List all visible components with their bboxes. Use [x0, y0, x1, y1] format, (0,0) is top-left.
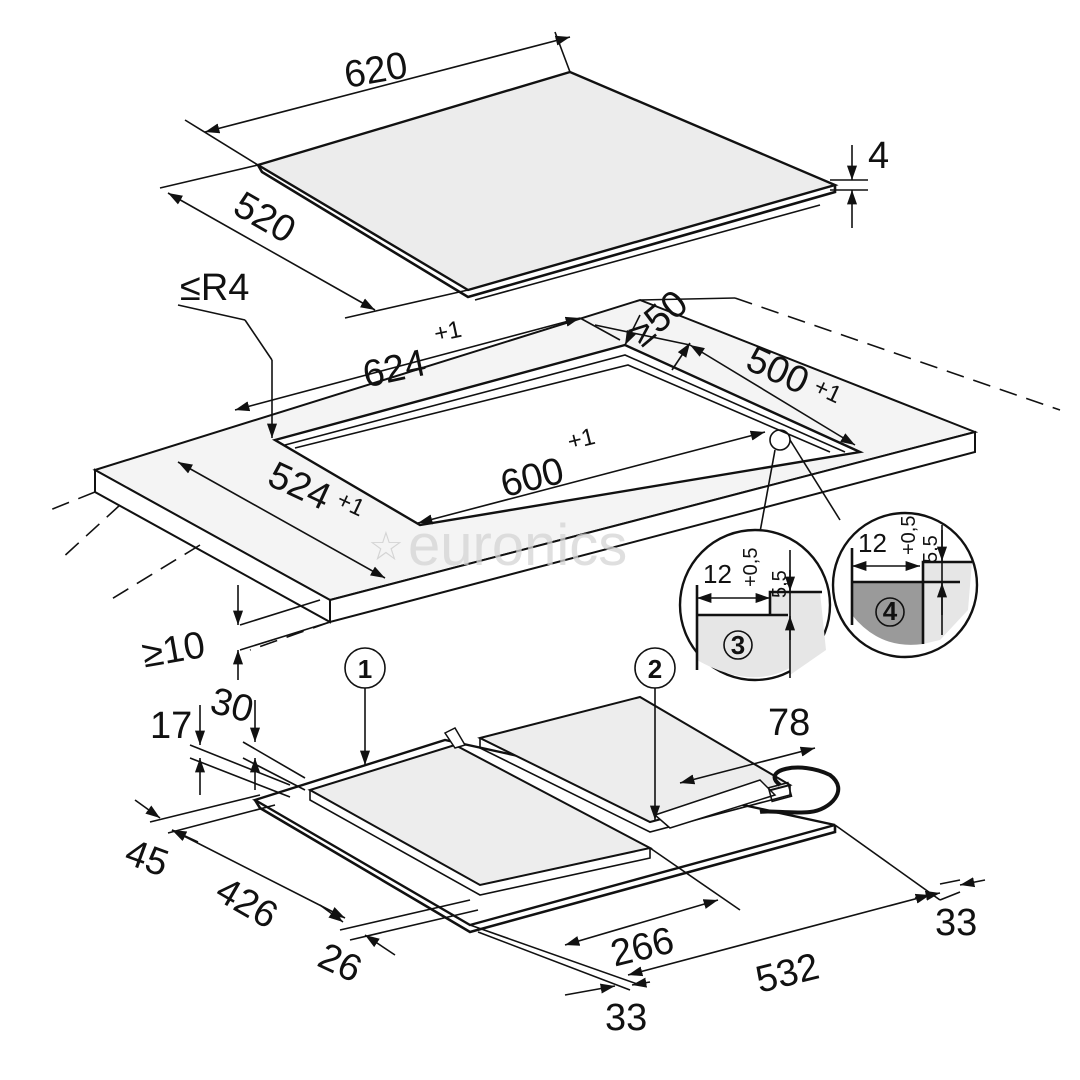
detail-3-width: 12 [703, 559, 732, 589]
dim-4: 4 [868, 135, 889, 177]
watermark-text: euronics [408, 513, 627, 578]
dim-620: 620 [341, 44, 411, 96]
dimension-line-600 [417, 430, 766, 525]
detail-3-number: 3 [731, 630, 745, 660]
watermark-logo: ☆ euronics [368, 513, 627, 578]
dim-532: 532 [752, 946, 824, 1002]
detail-4-width: 12 [858, 528, 887, 558]
dimension-line-524 [177, 461, 386, 579]
dim-520: 520 [227, 184, 303, 252]
dimension-line-500 [689, 344, 856, 446]
dimension-line-532 [627, 893, 931, 977]
dimension-line-520 [167, 192, 376, 311]
glass-top: 620 520 4 [159, 31, 889, 319]
dim-78: 78 [768, 702, 810, 744]
dim-426: 426 [209, 869, 285, 937]
detail-3-tolerance: +0,5 [740, 548, 762, 587]
dim-26: 26 [312, 935, 368, 991]
dim-min-wall: ≥10 [139, 624, 208, 676]
dim-266: 266 [607, 919, 679, 975]
callout-1-label: 1 [358, 654, 372, 684]
dim-corner-radius: ≤R4 [180, 267, 249, 309]
dim-17: 17 [150, 705, 192, 747]
dim-45: 45 [120, 832, 174, 886]
dimension-line-624 [234, 316, 581, 412]
detail-4: 12 +0,5 5,5 4 [831, 511, 979, 659]
detail-4-depth: 5,5 [920, 535, 942, 563]
dim-33-right: 33 [935, 902, 977, 944]
dimension-line-426 [171, 829, 346, 919]
dimension-line-78 [679, 746, 816, 785]
detail-4-tolerance: +0,5 [898, 516, 920, 555]
detail-3-depth: 5,5 [769, 570, 791, 598]
star-icon: ☆ [368, 524, 404, 570]
callout-2-label: 2 [648, 654, 662, 684]
hob-unit: 1 2 17 30 45 426 26 266 [120, 647, 986, 1039]
dim-30: 30 [206, 680, 258, 732]
dim-624-tolerance: +1 [432, 316, 464, 348]
dimension-line-620 [204, 35, 571, 134]
detail-4-number: 4 [883, 596, 898, 626]
glass-top-surface [255, 70, 839, 292]
detail-3: 12 +0,5 5,5 3 [678, 528, 832, 682]
dim-600-tolerance: +1 [565, 423, 598, 456]
dim-33-left: 33 [605, 997, 647, 1039]
